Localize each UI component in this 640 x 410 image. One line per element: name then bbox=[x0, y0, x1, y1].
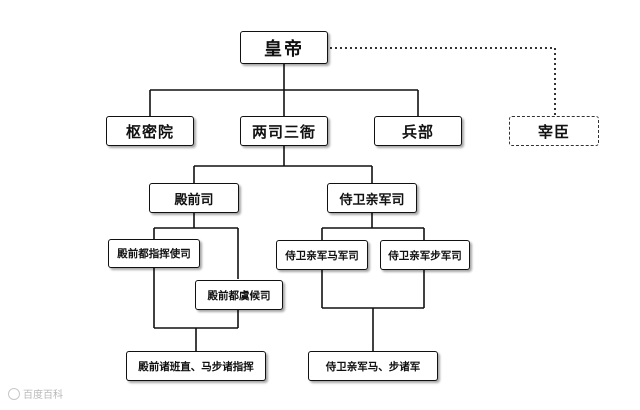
node-dianqiansi: 殿前司 bbox=[149, 183, 239, 213]
node-dianqian-zhuban-label: 殿前诸班直、马步诸指挥 bbox=[138, 360, 254, 373]
node-shiwei-bujunsi-label: 侍卫亲军步军司 bbox=[388, 249, 462, 262]
node-zaichen-label: 宰臣 bbox=[537, 122, 570, 141]
node-liangsi-sanya: 两司三衙 bbox=[240, 116, 328, 146]
node-shiwei-qinjunsi-label: 侍卫亲军司 bbox=[339, 192, 405, 208]
node-shiwei-majunsi-label: 侍卫亲军马军司 bbox=[285, 249, 359, 262]
node-shumiyuan-label: 枢密院 bbox=[125, 122, 174, 141]
node-shiwei-majunsi: 侍卫亲军马军司 bbox=[276, 240, 368, 270]
node-shumiyuan: 枢密院 bbox=[106, 116, 194, 146]
node-dianqian-duyuhousi: 殿前都虞候司 bbox=[195, 280, 283, 310]
node-emperor-label: 皇帝 bbox=[264, 38, 304, 60]
node-bingbu: 兵部 bbox=[374, 116, 462, 146]
node-shiwei-qinjunsi: 侍卫亲军司 bbox=[327, 183, 417, 213]
node-liangsi-sanya-label: 两司三衙 bbox=[251, 122, 316, 141]
node-bingbu-label: 兵部 bbox=[401, 122, 434, 141]
watermark-logo-icon bbox=[8, 387, 20, 400]
node-dianqian-zhuban: 殿前诸班直、马步诸指挥 bbox=[126, 351, 266, 381]
node-dianqian-duzhihuishisi: 殿前都指挥使司 bbox=[108, 239, 200, 268]
node-shiwei-zhujun-label: 侍卫亲军马、步诸军 bbox=[325, 360, 421, 373]
node-zaichen: 宰臣 bbox=[509, 116, 599, 146]
node-shiwei-bujunsi: 侍卫亲军步军司 bbox=[380, 240, 470, 270]
node-emperor: 皇帝 bbox=[240, 31, 328, 64]
node-shiwei-zhujun: 侍卫亲军马、步诸军 bbox=[308, 351, 438, 381]
node-dianqian-duyuhousi-label: 殿前都虞候司 bbox=[207, 289, 271, 302]
watermark: 百度百科 bbox=[8, 386, 63, 401]
node-dianqian-duzhihuishisi-label: 殿前都指挥使司 bbox=[117, 248, 191, 260]
node-dianqiansi-label: 殿前司 bbox=[174, 192, 214, 208]
watermark-text: 百度百科 bbox=[23, 390, 63, 401]
